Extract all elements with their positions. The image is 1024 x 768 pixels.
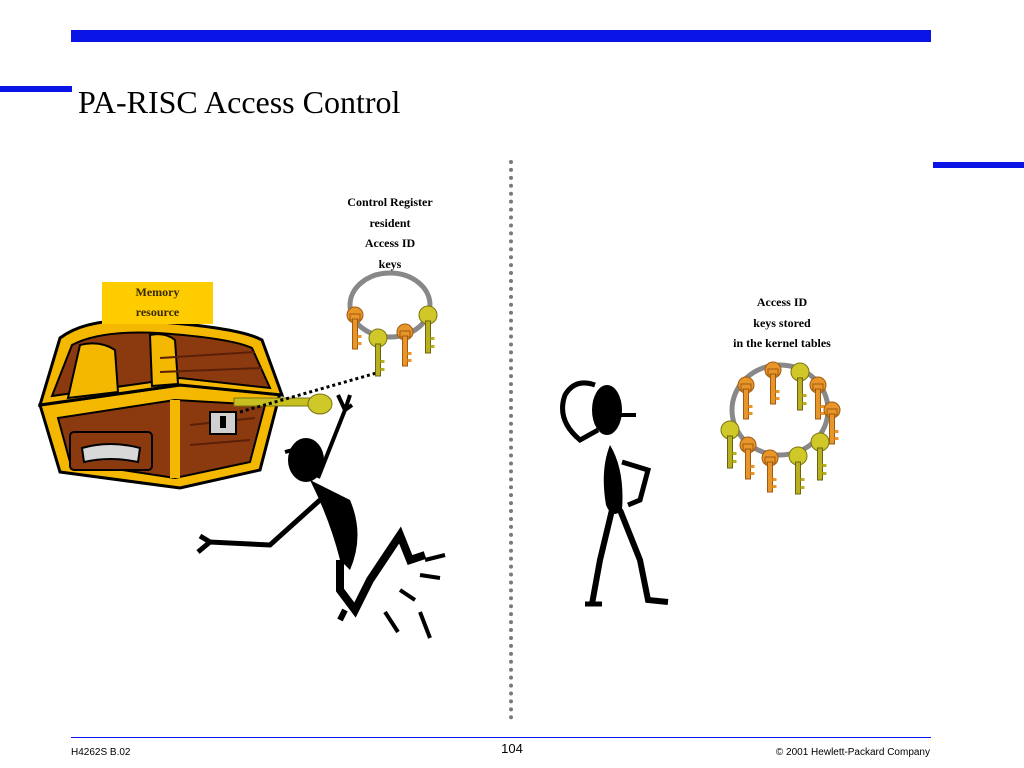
copyright-notice: © 2001 Hewlett-Packard Company xyxy=(775,747,930,758)
left-accent-bar xyxy=(0,86,72,92)
footer-rule xyxy=(71,737,931,738)
key-ring-icon xyxy=(346,270,438,377)
memory-resource-box: Memory resource xyxy=(102,282,213,324)
kernel-tables-label: Access ID keys stored in the kernel tabl… xyxy=(712,292,852,354)
key-in-lock-icon xyxy=(233,370,381,415)
stick-figure-reaching-icon xyxy=(196,394,446,639)
page-number: 104 xyxy=(501,741,523,756)
kernel-tables-line: keys stored xyxy=(753,315,811,330)
top-accent-bar xyxy=(71,30,931,42)
kernel-tables-line: Access ID xyxy=(756,295,808,309)
control-register-line: Control Register xyxy=(347,195,433,209)
course-code: H4262S B.02 xyxy=(71,747,131,758)
treasure-chest-icon xyxy=(37,318,285,490)
memory-resource-line: Memory xyxy=(135,285,180,299)
control-register-line: Access ID xyxy=(364,236,416,250)
control-register-line: keys xyxy=(378,256,402,271)
kernel-tables-line: in the kernel tables xyxy=(733,336,831,350)
slide-title: PA-RISC Access Control xyxy=(78,84,401,120)
stick-figure-thinking-icon xyxy=(560,380,669,607)
control-register-line: resident xyxy=(369,215,411,230)
right-accent-bar xyxy=(933,162,1024,168)
dotted-divider xyxy=(509,160,513,720)
memory-resource-line: resource xyxy=(135,305,180,319)
control-register-label: Control Register resident Access ID keys xyxy=(330,192,450,274)
key-cluster-icon xyxy=(720,361,841,495)
